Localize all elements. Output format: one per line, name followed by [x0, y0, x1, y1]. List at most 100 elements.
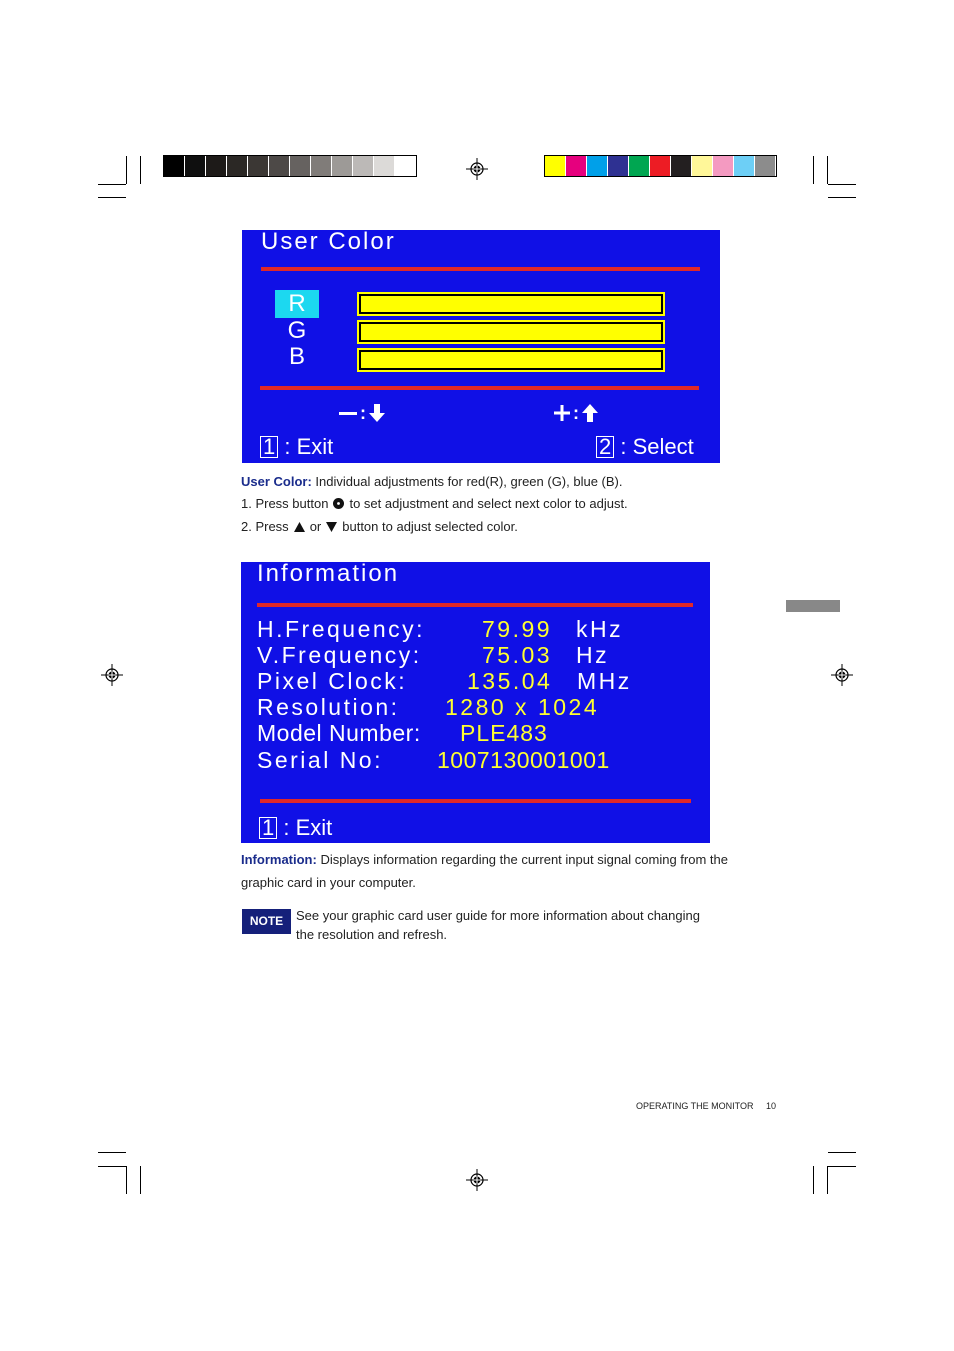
crop-mark: [98, 184, 126, 185]
color-swatch: [395, 156, 416, 176]
color-swatch: [587, 156, 608, 176]
step-1-text: to set adjustment and select next color …: [349, 496, 628, 511]
crop-mark: [827, 1166, 828, 1194]
color-swatch: [353, 156, 374, 176]
crop-mark: [813, 156, 814, 184]
color-swatch: [374, 156, 395, 176]
process-color-bar: [544, 155, 777, 177]
color-swatch: [650, 156, 671, 176]
color-swatch: [164, 156, 185, 176]
info-label: Pixel Clock:: [257, 668, 408, 694]
description-text: Displays information regarding the curre…: [320, 852, 728, 867]
information-osd: Information H.Frequency: 79.99 kHz V.Fre…: [241, 560, 710, 843]
color-swatch: [566, 156, 587, 176]
color-swatch: [311, 156, 332, 176]
information-description-line2: graphic card in your computer.: [241, 875, 416, 890]
info-unit: Hz: [576, 642, 610, 668]
osd-divider: [260, 386, 699, 390]
color-swatch: [671, 156, 692, 176]
crop-mark: [827, 156, 828, 184]
crop-mark: [98, 197, 126, 198]
info-value: 79.99: [482, 616, 553, 642]
info-value: 1280 x 1024: [445, 694, 600, 720]
arrow-down-icon: [369, 404, 385, 422]
color-swatch: [206, 156, 227, 176]
page-footer: OPERATING THE MONITOR 10: [636, 1101, 776, 1111]
crop-mark: [828, 184, 856, 185]
info-row-model: Model Number: PLE483: [257, 720, 547, 747]
registration-mark-icon: [101, 664, 123, 686]
slider-b[interactable]: [357, 348, 665, 372]
hint-colon: :: [360, 403, 366, 423]
select-label: : Select: [620, 434, 694, 459]
info-label: H.Frequency:: [257, 616, 426, 642]
step-2-text: or: [309, 519, 322, 534]
channel-g[interactable]: G: [287, 317, 307, 344]
slider-g[interactable]: [357, 320, 665, 344]
term-information: Information:: [241, 852, 317, 867]
plus-up-hint: :: [554, 402, 598, 424]
info-unit: MHz: [577, 668, 632, 694]
osd-divider: [261, 267, 700, 271]
note-text-line1: See your graphic card user guide for mor…: [296, 908, 700, 923]
triangle-down-icon: [326, 521, 338, 532]
crop-mark: [126, 1166, 127, 1194]
description-text: Individual adjustments for red(R), green…: [315, 474, 623, 489]
osd-title: Information: [257, 560, 400, 587]
crop-mark: [98, 1166, 126, 1167]
minus-icon: [339, 411, 357, 415]
exit-hint[interactable]: 1 : Exit: [260, 434, 333, 460]
info-label: Serial No:: [257, 747, 383, 773]
color-swatch: [248, 156, 269, 176]
registration-mark-icon: [466, 1169, 488, 1191]
color-swatch: [290, 156, 311, 176]
info-row-vfreq: V.Frequency: 75.03 Hz: [257, 642, 607, 669]
exit-label: : Exit: [284, 434, 334, 459]
color-swatch: [185, 156, 206, 176]
osd-divider: [257, 603, 693, 607]
color-swatch: [734, 156, 755, 176]
note-text-line2: the resolution and refresh.: [296, 927, 448, 942]
exit-label: : Exit: [283, 815, 333, 840]
info-value: 135.04: [467, 668, 553, 694]
triangle-up-icon: [293, 521, 305, 532]
crop-mark: [98, 1152, 126, 1153]
step-1-text: 1. Press button: [241, 496, 329, 511]
exit-hint[interactable]: 1 : Exit: [259, 815, 332, 841]
channel-b[interactable]: B: [288, 343, 305, 370]
info-row-hfreq: H.Frequency: 79.99 kHz: [257, 616, 621, 643]
crop-mark: [126, 156, 127, 184]
osd-title: User Color: [261, 228, 396, 255]
info-value: 75.03: [482, 642, 553, 668]
info-row-resolution: Resolution: 1280 x 1024: [257, 694, 597, 721]
info-label: Resolution:: [257, 694, 400, 720]
page-number: 10: [766, 1101, 777, 1111]
step-1: 1. Press button to set adjustment and se…: [241, 496, 628, 511]
channel-r[interactable]: R: [275, 290, 319, 318]
info-value: 1007130001001: [437, 747, 610, 773]
key-1-icon: 1: [260, 436, 279, 458]
color-swatch: [755, 156, 776, 176]
arrow-up-icon: [582, 404, 598, 422]
user-color-osd: User Color R G B : : 1 : Exit 2 : Select: [242, 228, 720, 463]
registration-mark-icon: [831, 664, 853, 686]
crop-mark: [140, 1166, 141, 1194]
color-swatch: [608, 156, 629, 176]
crop-mark: [828, 1152, 856, 1153]
crop-mark: [828, 197, 856, 198]
info-label: Model Number:: [257, 720, 421, 746]
slider-r[interactable]: [357, 292, 665, 316]
note-badge: NOTE: [242, 909, 291, 934]
step-2-text: 2. Press: [241, 519, 289, 534]
color-swatch: [227, 156, 248, 176]
color-swatch: [713, 156, 734, 176]
osd-divider: [260, 799, 691, 803]
color-swatch: [629, 156, 650, 176]
information-description: Information: Displays information regard…: [241, 852, 728, 867]
select-hint[interactable]: 2 : Select: [596, 434, 694, 460]
color-swatch: [692, 156, 713, 176]
crop-mark: [828, 1166, 856, 1167]
registration-mark-icon: [466, 158, 488, 180]
crop-mark: [140, 156, 141, 184]
button-dot-icon: [333, 498, 345, 509]
